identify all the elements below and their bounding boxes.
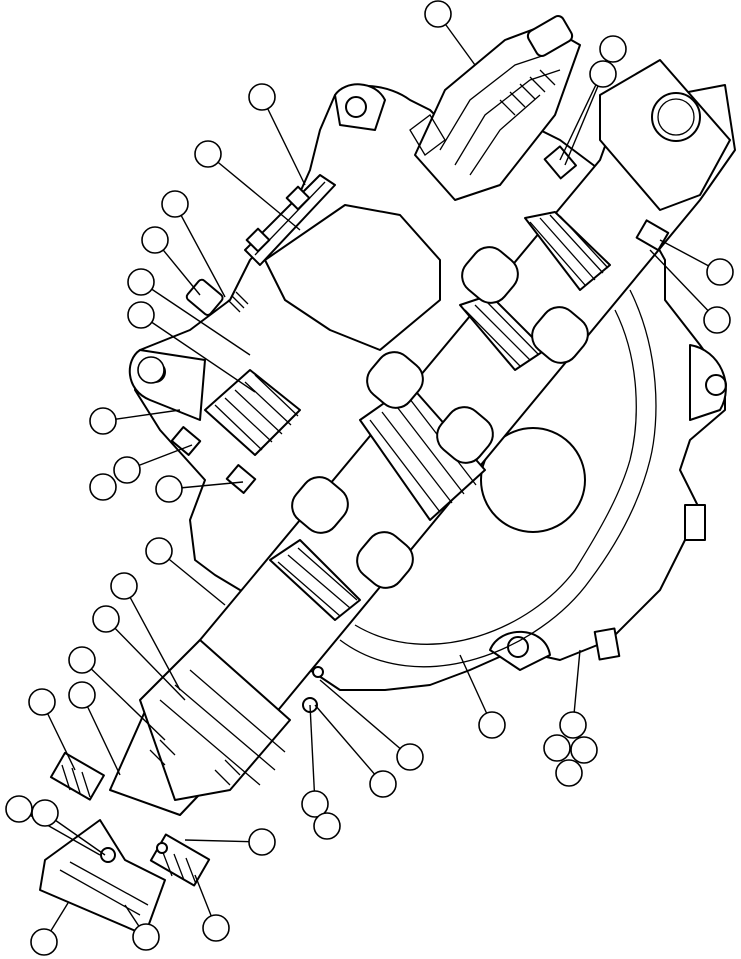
mounting-ear-right: [689, 344, 727, 421]
end-housing-bottom: [39, 819, 166, 936]
bolt-top-right: [543, 145, 578, 180]
callout-bubble: [92, 605, 120, 633]
callout-bubble: [248, 83, 276, 111]
internal-passage-inner: [354, 309, 637, 645]
callout-bubble: [599, 35, 627, 63]
body-cavity: [480, 427, 586, 533]
lower-spool-housing: [139, 639, 291, 801]
callout-bubble: [113, 456, 141, 484]
callout-bubble: [127, 301, 155, 329]
callout-bubble: [145, 537, 173, 565]
callout-bubble: [248, 828, 276, 856]
passage-pocket-6: [356, 531, 414, 589]
valve-chamber: [264, 204, 441, 351]
callout-bubble: [313, 812, 341, 840]
check-spring-assembly: [170, 369, 301, 494]
callout-bubble: [110, 572, 138, 600]
callout-bubble: [5, 795, 33, 823]
callout-bubbles: [5, 0, 734, 956]
callout-bubble: [301, 790, 329, 818]
callout-bubble: [396, 743, 424, 771]
internal-passage: [339, 289, 657, 668]
callout-bubble: [589, 60, 617, 88]
callout-bubble: [555, 759, 583, 787]
passage-pocket-2: [531, 306, 589, 364]
bolt-right-2: [593, 627, 621, 661]
end-cap-upper: [244, 174, 336, 266]
callout-bubble: [68, 646, 96, 674]
callout-bubble: [31, 799, 59, 827]
passage-pocket-3: [366, 351, 424, 409]
callout-bubble: [161, 190, 189, 218]
passage-pocket-1: [461, 246, 519, 304]
callout-bubble: [89, 407, 117, 435]
callout-bubble: [559, 711, 587, 739]
callout-bubble: [194, 140, 222, 168]
callout-bubble: [478, 711, 506, 739]
callout-bubble: [703, 306, 731, 334]
mounting-hole-right: [705, 374, 727, 396]
callout-bubble: [132, 923, 160, 951]
callout-bubble: [127, 268, 155, 296]
relief-valve-cartridge: [409, 15, 581, 201]
callout-bubble: [570, 736, 598, 764]
seal-2: [312, 666, 324, 678]
bolt-right-1: [684, 504, 706, 541]
callout-bubble: [706, 258, 734, 286]
spool-land-1: [524, 211, 611, 291]
mounting-ear-bottom: [489, 630, 551, 671]
seal-4: [156, 842, 168, 854]
mounting-ear-top: [334, 83, 386, 131]
passage-pocket-5: [291, 476, 349, 534]
passage-pocket-4: [436, 406, 494, 464]
spool-land-3: [359, 384, 486, 521]
callout-bubble: [155, 475, 183, 503]
callout-bubble: [202, 914, 230, 942]
spool-end-port: [651, 92, 701, 142]
callout-bubble: [137, 356, 165, 384]
spring-cap-left: [49, 751, 105, 801]
callout-bubble: [68, 681, 96, 709]
mounting-hole-top: [345, 96, 367, 118]
callout-bubble: [369, 770, 397, 798]
callout-bubble: [89, 473, 117, 501]
spool-end-block: [599, 59, 731, 211]
seal-3: [100, 847, 116, 863]
spool-end-port-inner: [657, 98, 695, 136]
callout-bubble: [543, 734, 571, 762]
callout-bubble: [30, 928, 58, 956]
spool-land-4: [269, 539, 361, 621]
callout-bubble: [141, 226, 169, 254]
callout-bubble: [424, 0, 452, 28]
callout-bubble: [28, 688, 56, 716]
